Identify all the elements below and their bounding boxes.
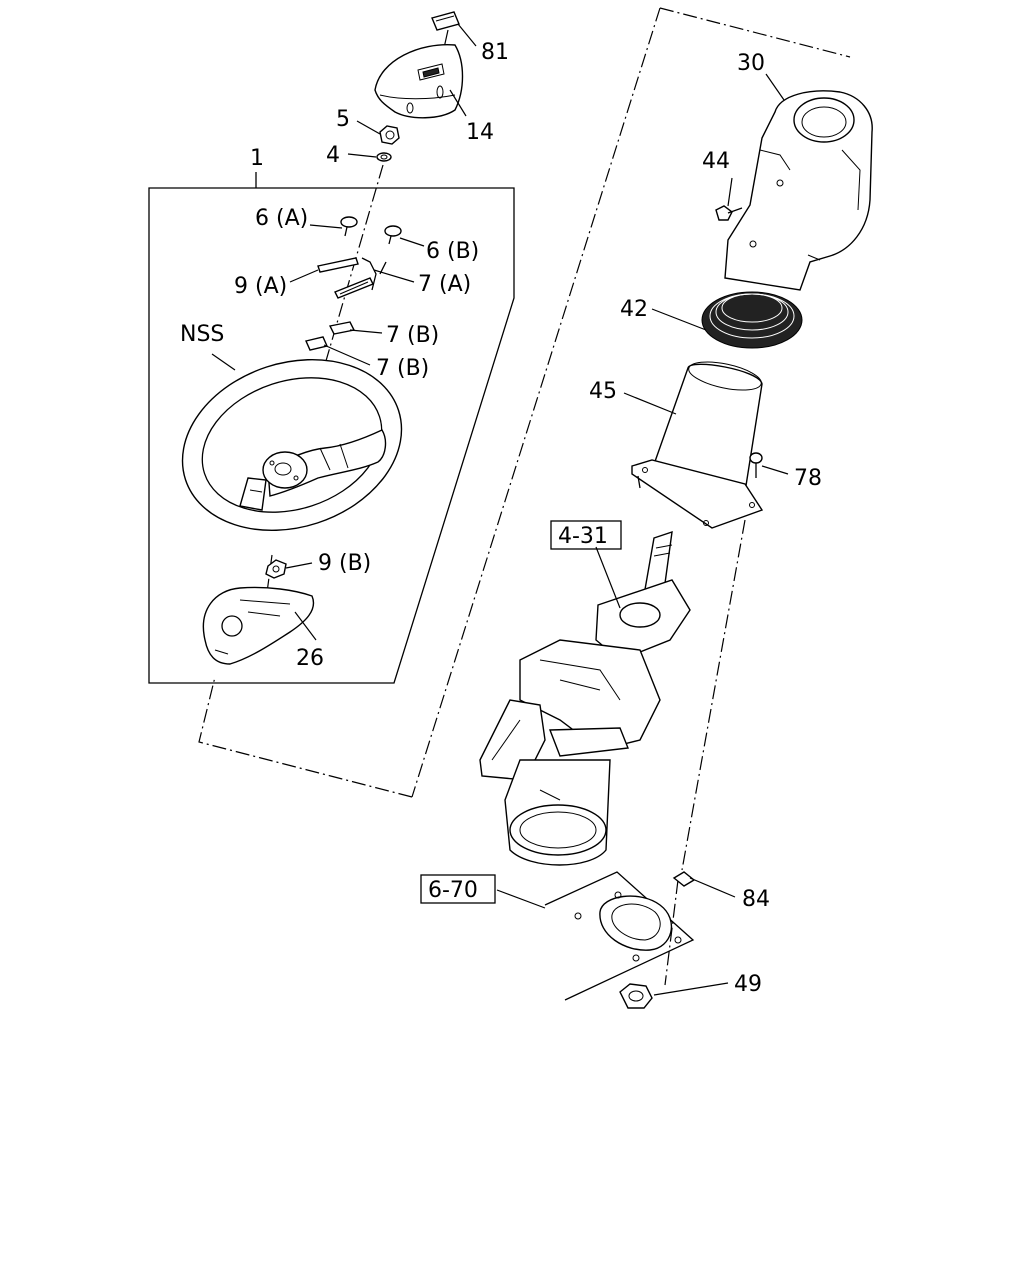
assembly-1-boundary — [148, 172, 515, 684]
leader-lines — [211, 23, 789, 996]
part-6a-screw — [340, 216, 358, 237]
ref-4-31-box — [550, 520, 622, 550]
callout-30: 30 — [737, 51, 765, 76]
part-81-emblem — [431, 11, 460, 49]
part-14-horn-cover — [374, 43, 464, 119]
nut-axis-line — [664, 879, 679, 986]
callout-7b-upper: 7 (B) — [386, 323, 439, 348]
bolt-axis-line — [681, 519, 746, 871]
part-5-nut — [379, 125, 400, 145]
part-45-boot — [631, 361, 764, 529]
callout-9b: 9 (B) — [318, 551, 371, 576]
part-26-lower-cover — [202, 586, 315, 665]
part-78-bolt — [749, 452, 763, 478]
part-7a-contact — [334, 257, 387, 299]
part-30-upper-cover — [724, 90, 873, 291]
part-9a-plate — [317, 257, 359, 273]
steering-column-assembly — [479, 530, 691, 866]
callout-14: 14 — [466, 120, 494, 145]
callout-7b-lower: 7 (B) — [376, 356, 429, 381]
part-7b-contact-upper — [328, 321, 356, 335]
callout-44: 44 — [702, 149, 730, 174]
part-9b-nut — [265, 559, 287, 579]
callout-6a: 6 (A) — [255, 206, 308, 231]
part-44-screw — [715, 205, 743, 221]
callout-5: 5 — [336, 107, 350, 132]
callout-6b: 6 (B) — [426, 239, 479, 264]
part-7b-contact-lower — [305, 336, 328, 351]
callout-nss: NSS — [180, 322, 224, 347]
column-group-frame — [198, 7, 851, 798]
callout-81: 81 — [481, 40, 509, 65]
ref-4-31-label: 4-31 — [558, 524, 608, 549]
part-42-bellows — [701, 291, 803, 349]
callout-42: 42 — [620, 297, 648, 322]
mounting-plate — [544, 871, 695, 1001]
callout-84: 84 — [742, 887, 770, 912]
ref-6-70-label: 6-70 — [428, 878, 478, 903]
callout-7a: 7 (A) — [418, 272, 471, 297]
part-6b-screw — [384, 225, 402, 245]
callout-9a: 9 (A) — [234, 274, 287, 299]
callout-26: 26 — [296, 646, 324, 671]
callout-4: 4 — [326, 143, 340, 168]
callout-45: 45 — [589, 379, 617, 404]
part-4-washer — [376, 152, 392, 162]
ref-6-70-box — [420, 874, 496, 904]
callout-49: 49 — [734, 972, 762, 997]
steering-wheel — [181, 358, 403, 532]
callout-78: 78 — [794, 466, 822, 491]
part-49-nut — [619, 983, 653, 1009]
callout-1: 1 — [250, 146, 264, 171]
